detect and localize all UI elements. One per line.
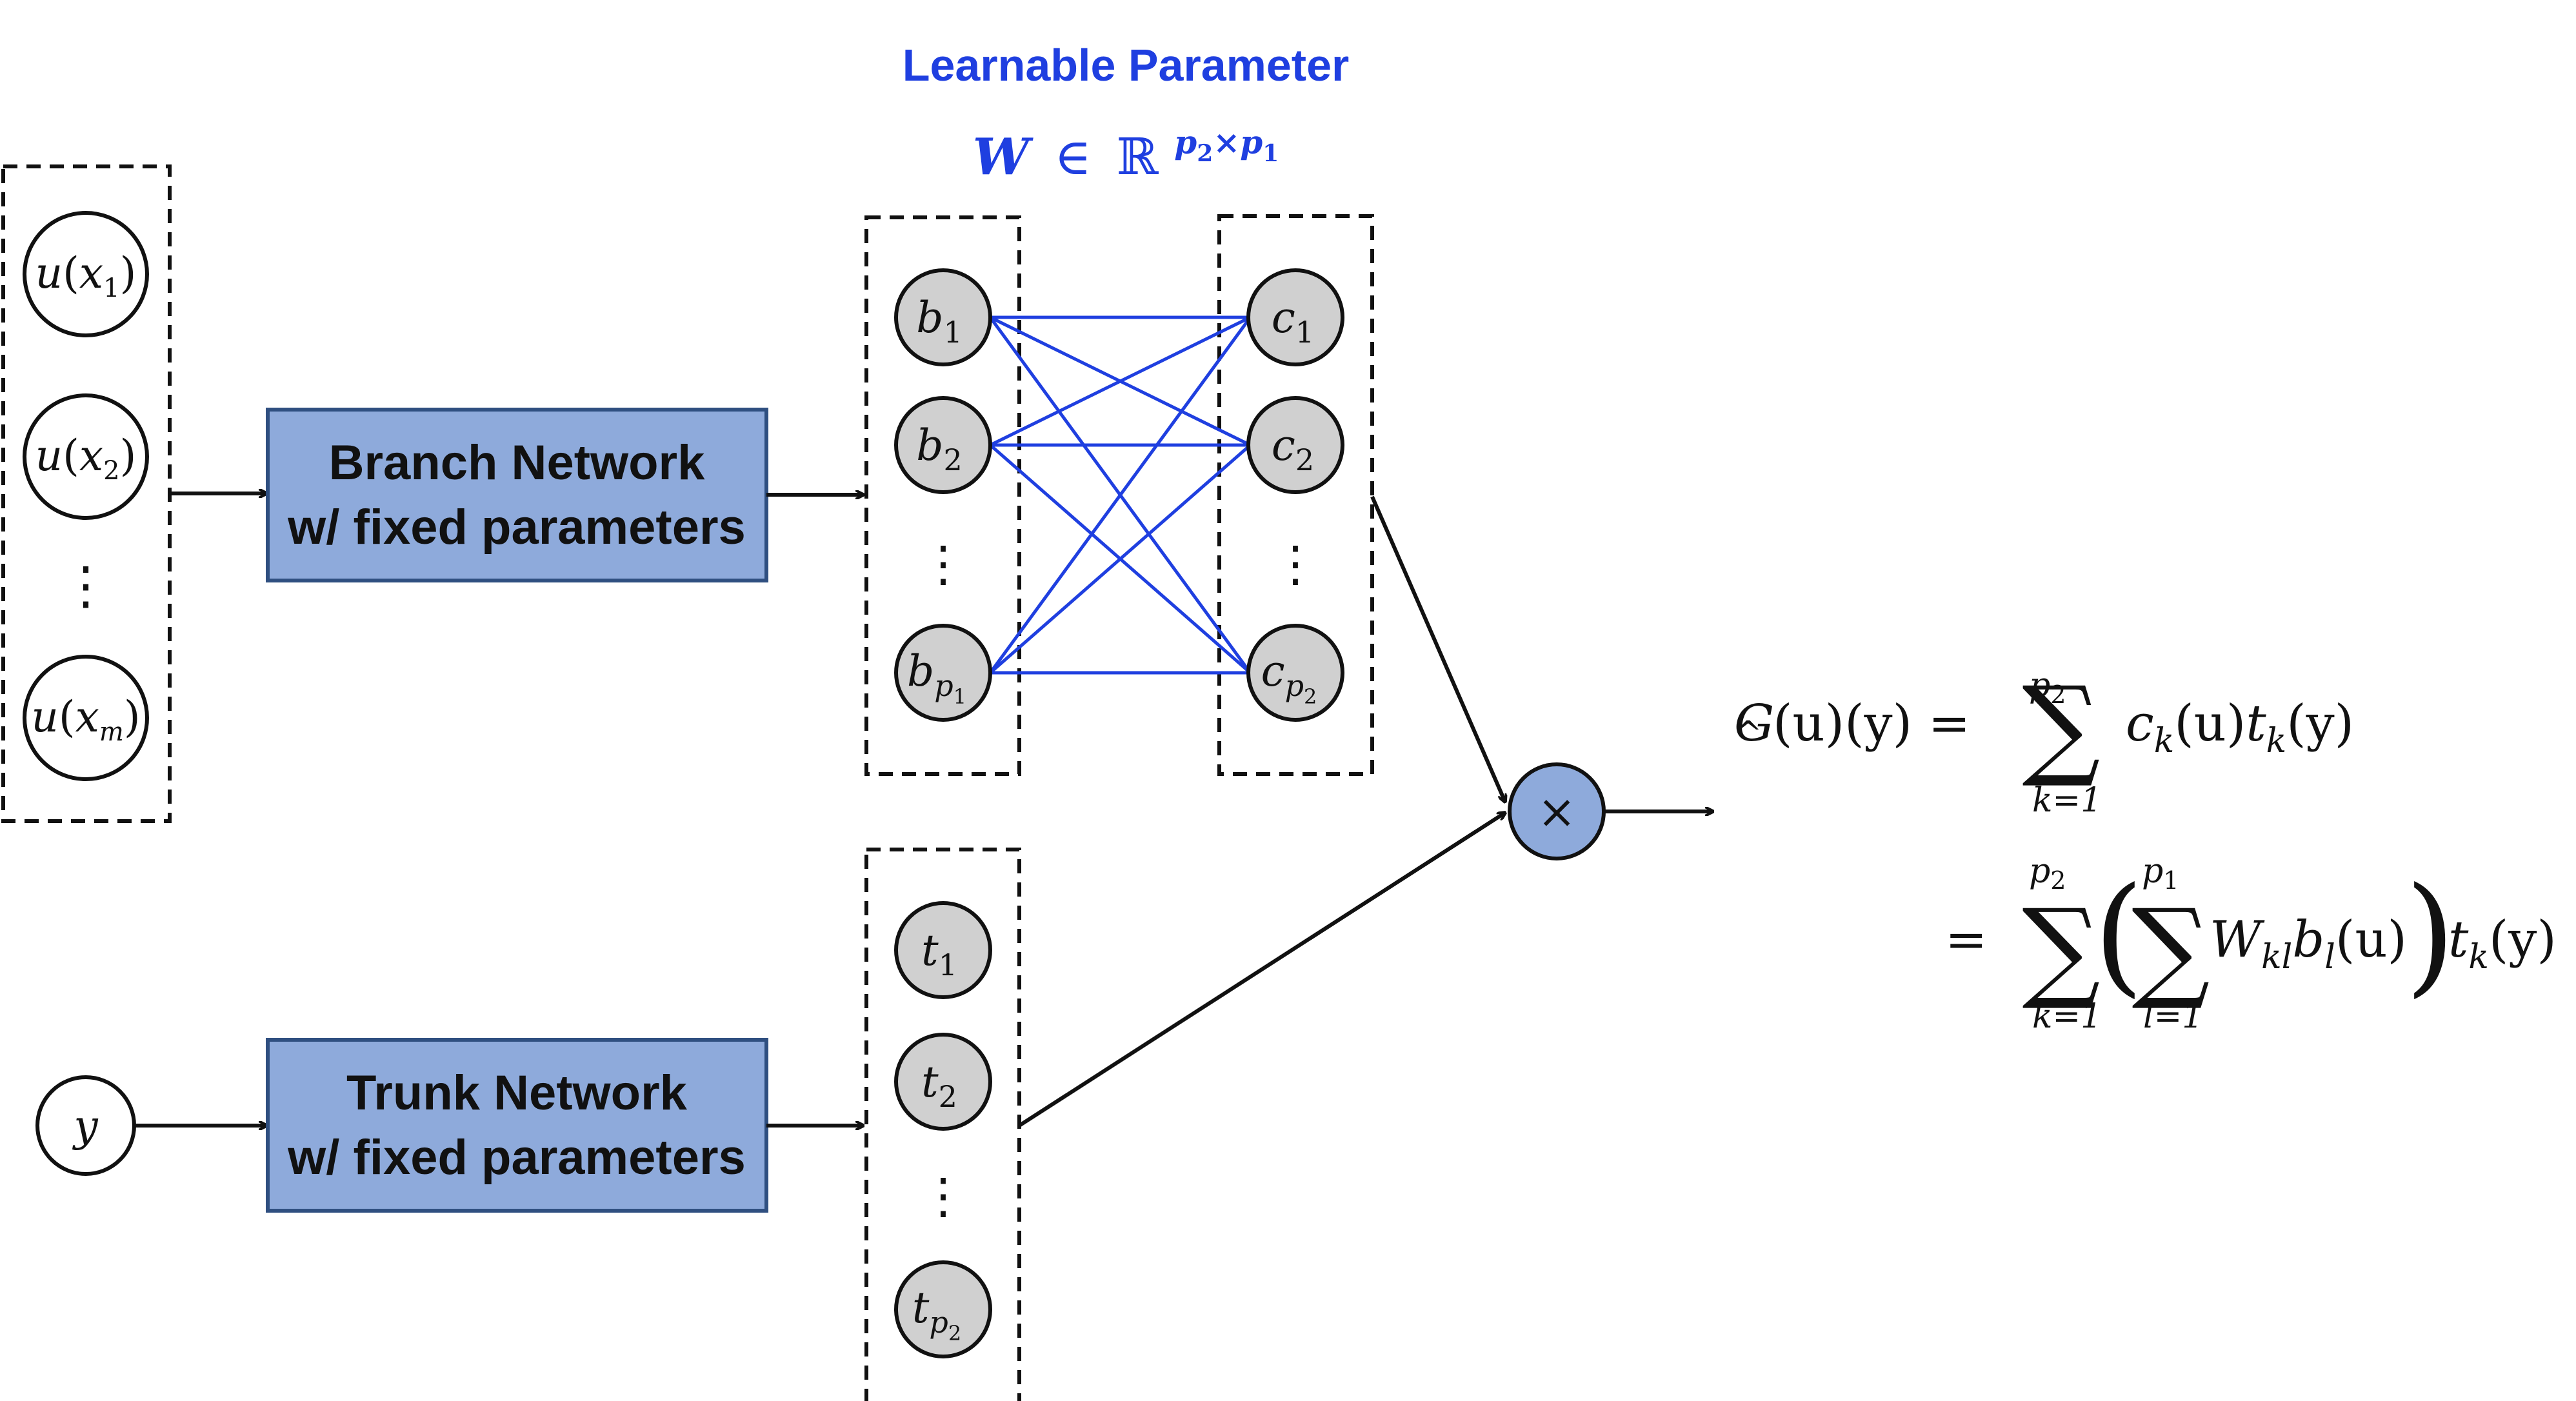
svg-text:b1: b1 <box>916 293 963 350</box>
svg-text:bp1: bp1 <box>907 646 966 709</box>
t-node-2: t2 <box>894 1033 992 1131</box>
svg-text:): ) <box>2405 860 2455 1010</box>
svg-text:u(xm): u(xm) <box>31 692 140 747</box>
c-node-2: c2 <box>1246 396 1344 494</box>
trunk-network-box: Trunk Network w/ fixed parameters <box>266 1038 768 1213</box>
t-node-p2: tp2 <box>894 1260 992 1358</box>
b-node-1: b1 <box>894 268 992 366</box>
svg-text:y: y <box>72 1101 98 1151</box>
learnable-parameter-title: Learnable Parameter <box>903 40 1350 90</box>
svg-text:w/ fixed parameters: w/ fixed parameters <box>287 500 746 555</box>
input-node-x1: u(x1) <box>23 211 149 337</box>
branch-network-box: Branch Network w/ fixed parameters <box>266 408 768 582</box>
c-node-1: c1 <box>1246 268 1344 366</box>
svg-text:tk(y): tk(y) <box>2448 911 2557 977</box>
c-nodes-group <box>1217 214 1374 776</box>
svg-text:(: ( <box>2093 860 2144 1010</box>
w-connections <box>988 315 1252 675</box>
svg-text:G: G <box>1734 695 1774 753</box>
svg-text:∑: ∑ <box>2022 886 2100 1013</box>
formula-line-1: ^ G (u)(y) = p2 ∑ k=1 ck(u)tk(y) <box>1734 663 2354 820</box>
svg-text:∑: ∑ <box>2132 886 2210 1013</box>
b-node-p1: bp1 <box>894 624 992 722</box>
svg-text:^: ^ <box>1734 715 1762 753</box>
svg-text:l=1: l=1 <box>2143 997 2203 1036</box>
arrow-t-to-product <box>1018 813 1505 1128</box>
t-nodes-group <box>864 848 1021 1401</box>
svg-text:u(x2): u(x2) <box>35 431 137 486</box>
svg-text:t1: t1 <box>921 926 957 982</box>
input-ellipsis: ⋮ <box>60 555 112 615</box>
svg-text:cp2: cp2 <box>1261 646 1317 709</box>
svg-text:k=1: k=1 <box>2032 997 2102 1036</box>
svg-text:Trunk Network: Trunk Network <box>346 1066 688 1120</box>
svg-text:w/ fixed parameters: w/ fixed parameters <box>287 1130 746 1185</box>
formula-line-2: = p2 ∑ k=1 ( p1 ∑ l=1 Wklbl(u) ) tk(y) <box>1945 852 2557 1036</box>
svg-text:tp2: tp2 <box>912 1283 961 1346</box>
svg-text:Branch Network: Branch Network <box>329 435 706 490</box>
svg-text:p2: p2 <box>2029 852 2066 895</box>
product-node: × <box>1508 762 1606 860</box>
svg-text:=: = <box>1945 911 1987 969</box>
t-ellipsis: ⋮ <box>919 1167 968 1224</box>
learnable-parameter-formula: W ∈ ℝ p2×p1 <box>973 123 1279 186</box>
c-node-p2: cp2 <box>1246 624 1344 722</box>
svg-text:t2: t2 <box>921 1057 957 1114</box>
arrow-c-to-product <box>1370 495 1505 802</box>
input-node-y: y <box>35 1075 136 1176</box>
svg-text:p1: p1 <box>2142 852 2179 895</box>
svg-text:Wklbl(u): Wklbl(u) <box>2210 911 2407 977</box>
svg-text:c2: c2 <box>1272 421 1314 477</box>
svg-text:ck(u)tk(y): ck(u)tk(y) <box>2126 695 2354 760</box>
svg-text:c1: c1 <box>1272 293 1314 350</box>
b-ellipsis: ⋮ <box>919 535 968 592</box>
input-node-xm: u(xm) <box>23 655 149 781</box>
input-node-x2: u(x2) <box>23 393 149 520</box>
svg-text:×: × <box>1537 784 1576 839</box>
svg-text:(u)(y) =: (u)(y) = <box>1773 695 1970 753</box>
t-node-1: t1 <box>894 901 992 999</box>
b-node-2: b2 <box>894 396 992 494</box>
svg-text:∑: ∑ <box>2022 663 2100 791</box>
svg-text:b2: b2 <box>916 421 963 477</box>
c-ellipsis: ⋮ <box>1271 535 1320 592</box>
svg-text:u(x1): u(x1) <box>35 248 137 303</box>
svg-text:k=1: k=1 <box>2032 781 2102 820</box>
b-nodes-group <box>864 215 1021 776</box>
svg-text:p2: p2 <box>2029 666 2066 709</box>
